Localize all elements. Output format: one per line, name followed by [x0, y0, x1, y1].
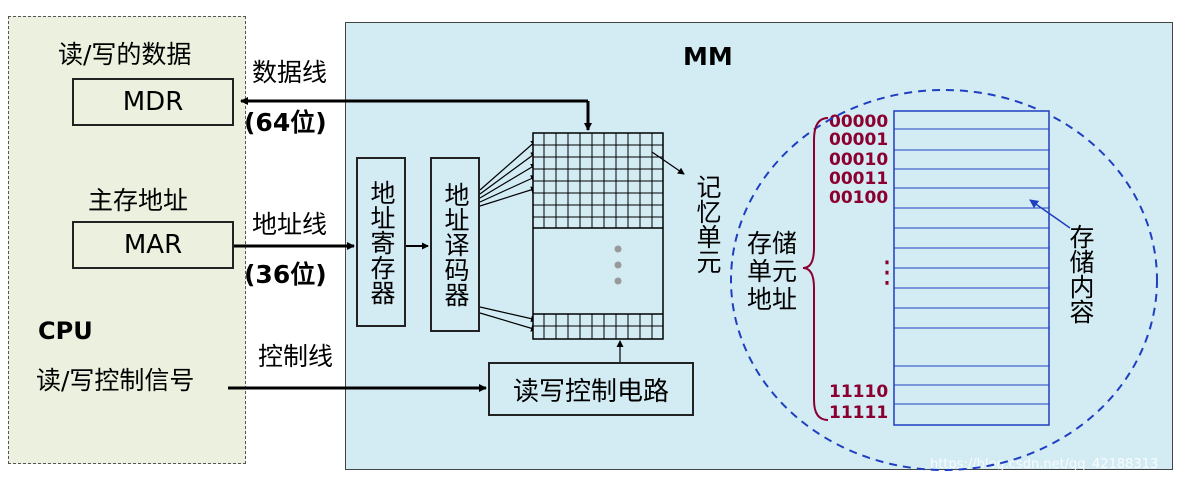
watermark: https://blog.csdn.net/qq_42188313	[930, 457, 1159, 472]
address-31: 11111	[829, 403, 889, 423]
storage-circle	[730, 89, 1158, 471]
address-4: 00100	[829, 188, 889, 208]
decoder-wordlines-bottom	[479, 306, 538, 332]
address-3: 00011	[829, 169, 889, 189]
addr-decoder-label: 地址译码器	[441, 182, 470, 307]
addr-bus-width: (36位)	[244, 260, 327, 289]
data-bus-line	[240, 97, 592, 131]
address-0: 00000	[829, 112, 889, 132]
storage-content-label: 存储内容	[1066, 224, 1095, 324]
rw-ctrl-signal-label: 读/写控制信号	[36, 366, 195, 395]
data-bus-label: 数据线	[252, 58, 328, 87]
cpu-label: CPU	[38, 317, 93, 345]
ctrl-bus-label: 控制线	[258, 342, 334, 371]
mar-label: MAR	[123, 230, 183, 260]
address-brace	[802, 117, 829, 421]
rw-control-circuit-box: 读写控制电路	[488, 362, 694, 416]
mdr-label: MDR	[122, 87, 184, 117]
memory-cell-pointer	[651, 151, 685, 175]
decoder-wordlines-top	[479, 139, 538, 207]
addr-decoder-box: 地址译码器	[430, 157, 480, 332]
mar-box: MAR	[72, 221, 234, 269]
memory-array	[532, 132, 664, 340]
memory-cell-label: 记忆单元	[693, 174, 722, 274]
rw-data-label: 读/写的数据	[58, 40, 192, 69]
mdr-box: MDR	[72, 78, 234, 126]
address-1: 00001	[829, 130, 889, 150]
addr-bus-label: 地址线	[252, 210, 328, 239]
data-bus-width: (64位)	[244, 108, 327, 137]
addr-register-label: 地址寄存器	[367, 179, 396, 305]
main-addr-label: 主存地址	[88, 186, 189, 215]
address-2: 00010	[829, 150, 889, 170]
addr-register-box: 地址寄存器	[356, 157, 406, 327]
storage-content-pointer	[1029, 199, 1071, 229]
mm-title: MM	[683, 42, 733, 71]
address-30: 11110	[829, 382, 889, 402]
storage-unit-address-label: 存储单元地址	[746, 229, 797, 314]
storage-column	[893, 110, 1050, 426]
rw-control-circuit-label: 读写控制电路	[512, 376, 669, 407]
